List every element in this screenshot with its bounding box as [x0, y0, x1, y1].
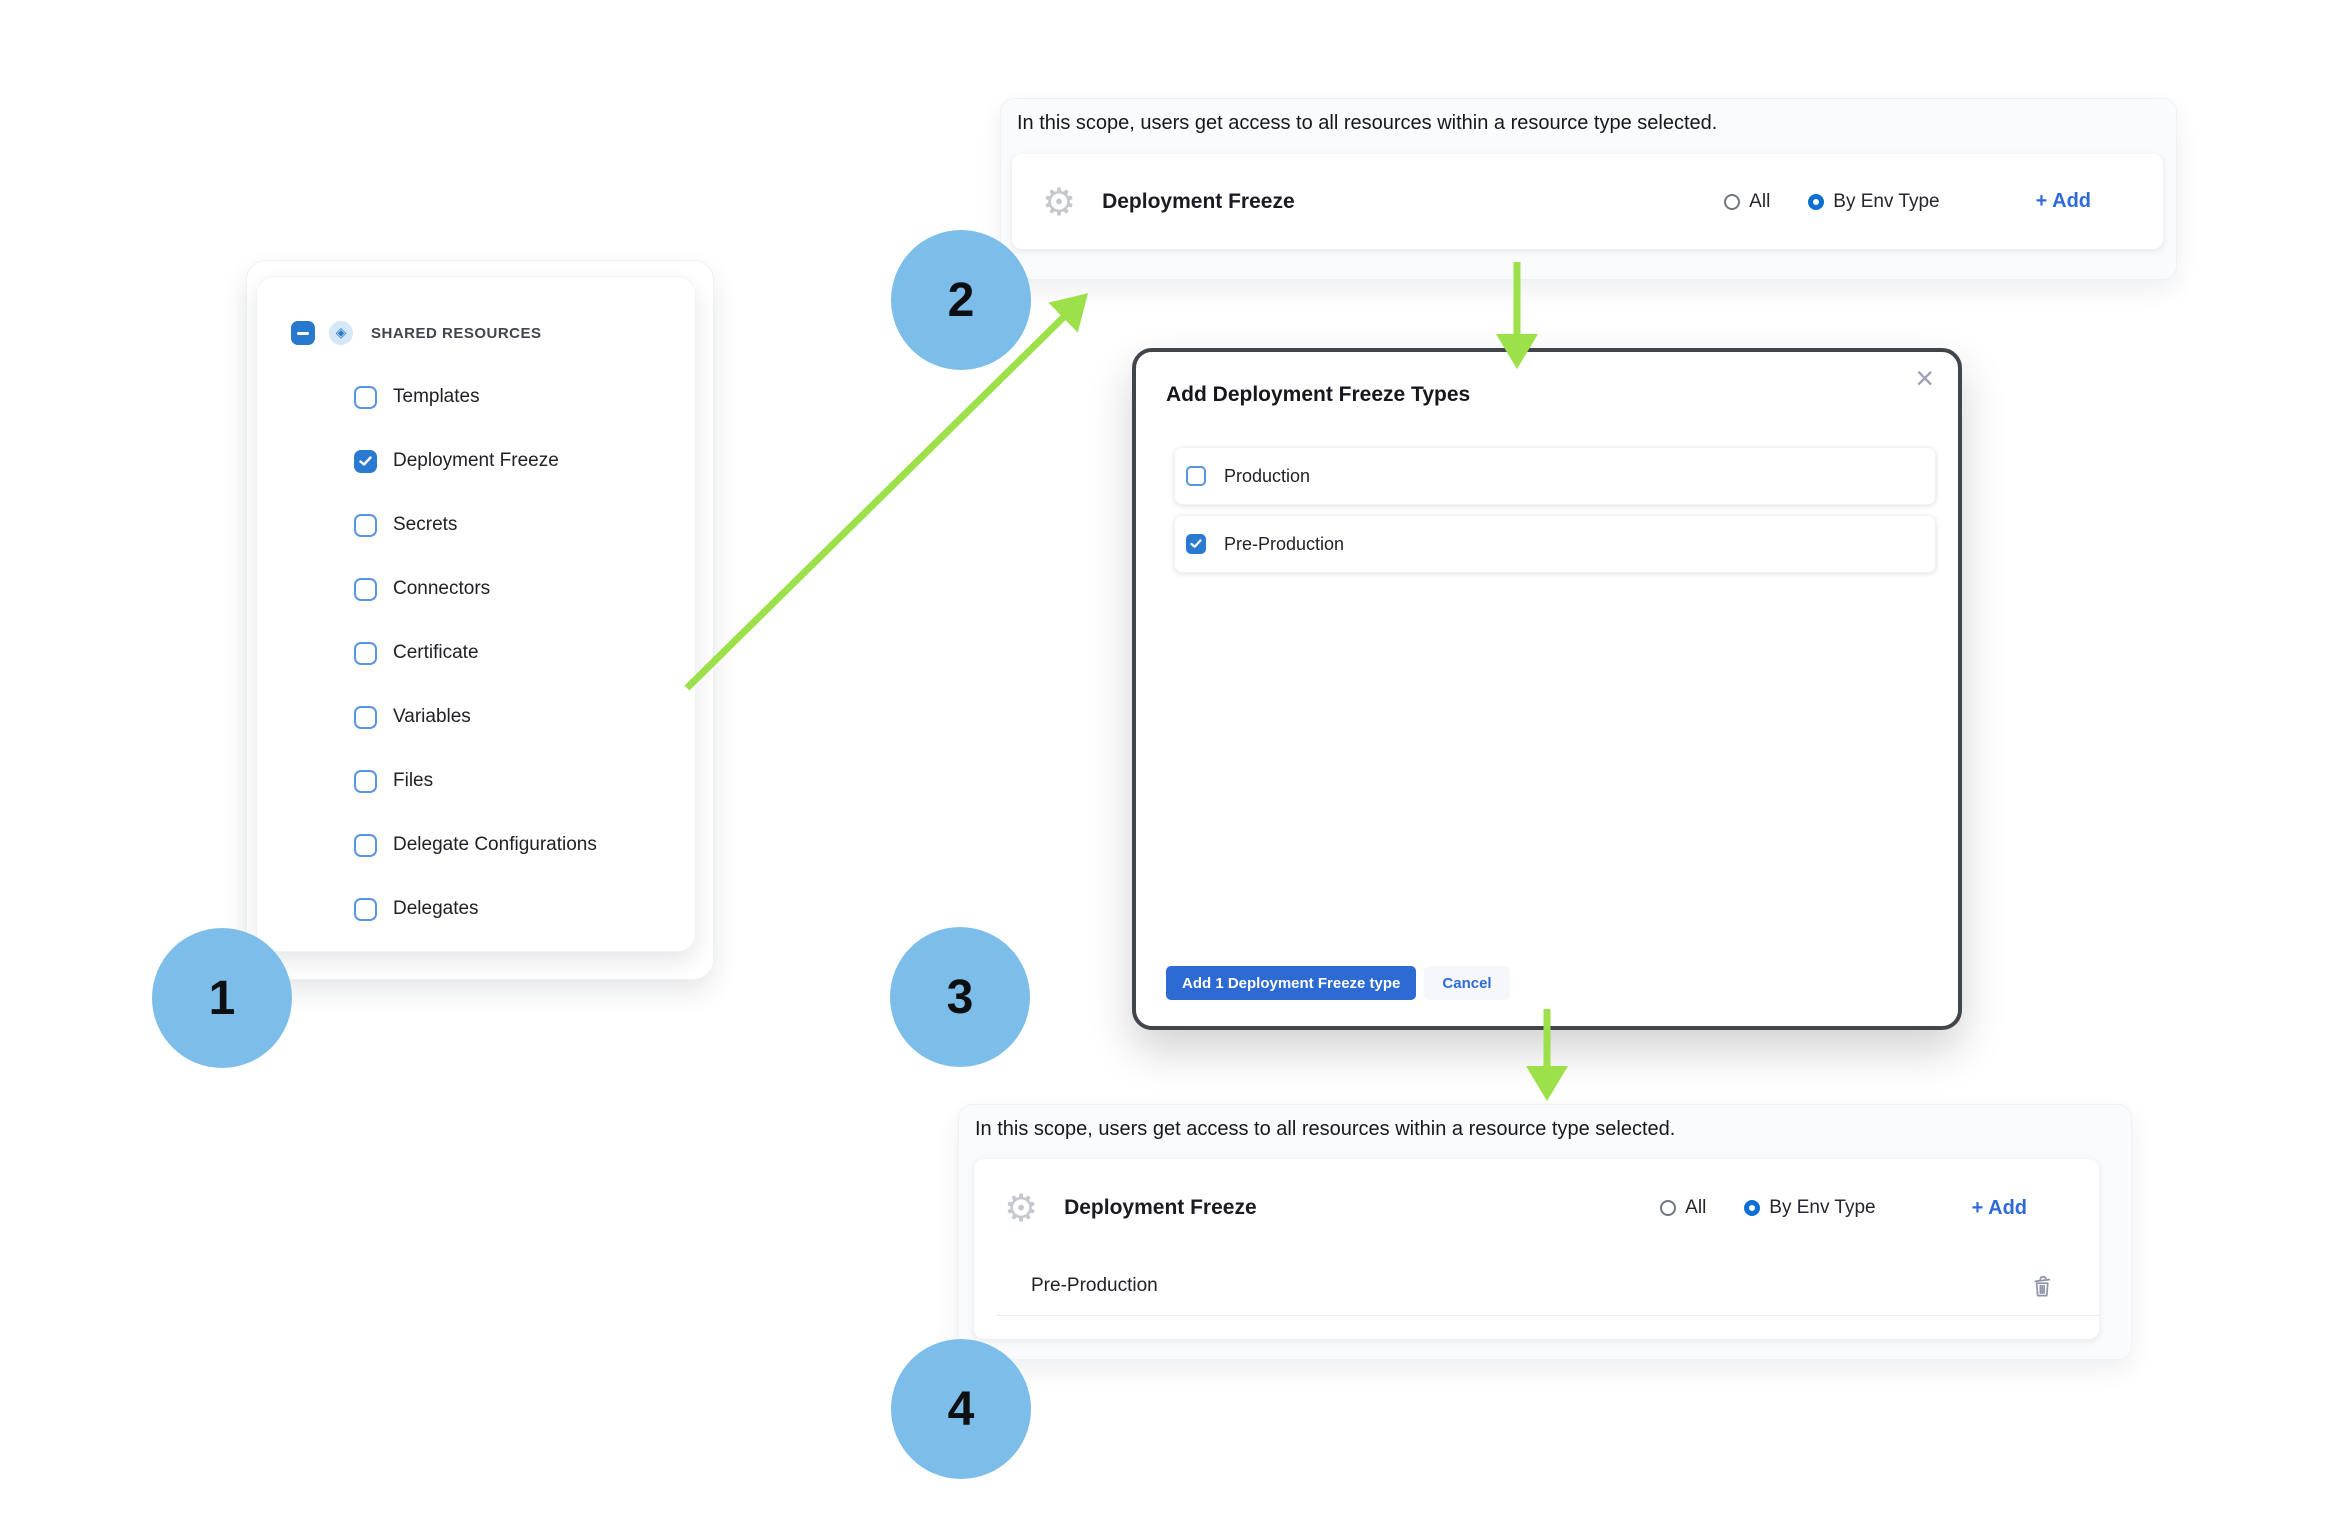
tree-item-label: Variables	[393, 706, 471, 727]
shared-resources-panel: ◈ SHARED RESOURCES Templates Deployment …	[256, 276, 696, 952]
option-row-pre-production[interactable]: Pre-Production	[1174, 515, 1936, 573]
gear-icon: ⚙	[1004, 1186, 1039, 1230]
radio-all[interactable]	[1660, 1200, 1677, 1216]
step-badge-2: 2	[891, 230, 1031, 370]
step-number: 1	[208, 971, 236, 1025]
resource-type-row: ⚙ Deployment Freeze All By Env Type + Ad…	[1012, 154, 2163, 249]
resource-type-list: Templates Deployment Freeze Secrets Conn…	[257, 365, 695, 941]
tree-item-label: Files	[393, 770, 434, 791]
step-number: 2	[947, 273, 975, 327]
resource-type-name: Deployment Freeze	[1102, 189, 1295, 213]
scope-description: In this scope, users get access to all r…	[1017, 112, 1718, 134]
option-label: Pre-Production	[1224, 533, 1345, 554]
cancel-button[interactable]: Cancel	[1424, 966, 1510, 1000]
radio-all[interactable]	[1724, 193, 1741, 210]
access-scope-radio-group: All By Env Type	[1660, 1197, 1876, 1219]
scope-description: In this scope, users get access to all r…	[975, 1118, 1676, 1140]
tree-item-delegate-configurations[interactable]: Delegate Configurations	[257, 813, 695, 877]
radio-by-env-type[interactable]	[1808, 193, 1825, 210]
add-button[interactable]: + Add	[2035, 190, 2091, 212]
radio-all-label: All	[1685, 1197, 1707, 1218]
resource-type-card: ⚙ Deployment Freeze All By Env Type + Ad…	[1012, 154, 2163, 249]
add-button[interactable]: + Add	[1971, 1196, 2027, 1219]
checkbox-production[interactable]	[1186, 466, 1206, 486]
arrow-tree-to-top-panel	[684, 293, 1088, 691]
checkbox-variables[interactable]	[354, 705, 377, 729]
tree-title: SHARED RESOURCES	[371, 324, 542, 342]
gear-icon: ⚙	[1042, 179, 1077, 224]
tree-item-connectors[interactable]: Connectors	[257, 557, 695, 621]
delete-type-button[interactable]	[2031, 1274, 2053, 1299]
checkbox-secrets[interactable]	[354, 513, 377, 537]
add-deployment-freeze-types-modal: Add Deployment Freeze Types × Production…	[1132, 348, 1962, 1030]
tree-item-delegates[interactable]: Delegates	[257, 877, 695, 941]
checkbox-delegate-configurations[interactable]	[354, 833, 377, 857]
radio-option-by-env-type[interactable]: By Env Type	[1808, 190, 1940, 213]
radio-by-env-type-label: By Env Type	[1769, 1197, 1876, 1218]
tree-item-deployment-freeze[interactable]: Deployment Freeze	[257, 429, 695, 493]
step-number: 3	[946, 970, 974, 1024]
step-badge-3: 3	[890, 927, 1030, 1067]
radio-by-env-type[interactable]	[1744, 1200, 1761, 1216]
checkbox-connectors[interactable]	[354, 577, 377, 601]
resource-type-row: ⚙ Deployment Freeze All By Env Type + Ad…	[974, 1159, 2099, 1257]
tree-item-secrets[interactable]: Secrets	[257, 493, 695, 557]
close-icon[interactable]: ×	[1915, 360, 1934, 396]
tree-item-label: Connectors	[393, 578, 491, 599]
tree-item-label: Secrets	[393, 514, 458, 535]
radio-option-all[interactable]: All	[1724, 191, 1770, 213]
scope-panel-top: In this scope, users get access to all r…	[1000, 98, 2177, 280]
tree-item-certificate[interactable]: Certificate	[257, 621, 695, 685]
tree-item-variables[interactable]: Variables	[257, 685, 695, 749]
step-badge-1: 1	[152, 928, 292, 1068]
modal-title: Add Deployment Freeze Types	[1166, 383, 1471, 406]
checkbox-certificate[interactable]	[354, 641, 377, 665]
scope-panel-bottom: In this scope, users get access to all r…	[958, 1104, 2132, 1360]
checkbox-deployment-freeze[interactable]	[354, 449, 377, 473]
checkbox-files[interactable]	[354, 769, 377, 793]
selected-type-row-pre-production: Pre-Production	[996, 1257, 2099, 1316]
shared-resources-icon: ◈	[329, 321, 353, 345]
freeze-type-options: Production Pre-Production	[1174, 447, 1936, 573]
tree-item-label: Certificate	[393, 642, 479, 663]
radio-all-label: All	[1749, 190, 1771, 212]
tree-item-files[interactable]: Files	[257, 749, 695, 813]
checkbox-templates[interactable]	[354, 385, 377, 409]
step-number: 4	[947, 1382, 975, 1436]
select-all-checkbox-indeterminate[interactable]	[291, 321, 315, 345]
tree-header: ◈ SHARED RESOURCES	[257, 309, 695, 357]
selected-type-label: Pre-Production	[1031, 1275, 1158, 1296]
modal-actions: Add 1 Deployment Freeze type Cancel	[1166, 966, 1510, 1000]
checkbox-pre-production[interactable]	[1186, 534, 1206, 554]
option-label: Production	[1224, 465, 1311, 486]
radio-option-all[interactable]: All	[1660, 1197, 1706, 1219]
resource-type-card: ⚙ Deployment Freeze All By Env Type + Ad…	[974, 1159, 2099, 1339]
trash-icon	[2034, 1275, 2051, 1296]
access-scope-radio-group: All By Env Type	[1724, 190, 1940, 213]
radio-option-by-env-type[interactable]: By Env Type	[1744, 1197, 1876, 1219]
resource-type-name: Deployment Freeze	[1064, 1196, 1257, 1219]
tree-item-templates[interactable]: Templates	[257, 365, 695, 429]
tree-item-label: Delegates	[393, 898, 479, 919]
step-badge-4: 4	[891, 1339, 1031, 1479]
checkbox-delegates[interactable]	[354, 897, 377, 921]
confirm-add-button[interactable]: Add 1 Deployment Freeze type	[1166, 966, 1417, 1000]
option-row-production[interactable]: Production	[1174, 447, 1936, 505]
tree-item-label: Delegate Configurations	[393, 834, 597, 855]
radio-by-env-type-label: By Env Type	[1833, 190, 1940, 212]
tree-item-label: Deployment Freeze	[393, 450, 559, 471]
tree-item-label: Templates	[393, 386, 480, 407]
